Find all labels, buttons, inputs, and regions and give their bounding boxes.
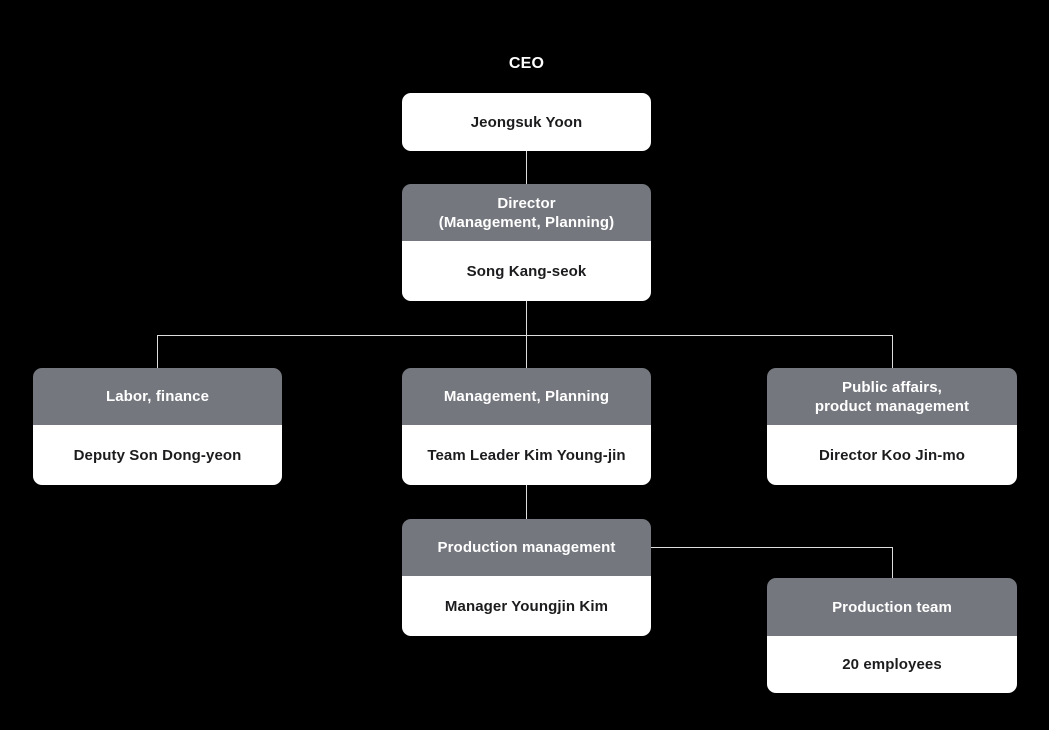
org-node-production-team: Production team 20 employees	[767, 578, 1017, 693]
node-title: Director (Management, Planning)	[402, 184, 651, 241]
connector-line	[526, 485, 527, 519]
org-node-ceo: Jeongsuk Yoon	[402, 93, 651, 151]
connector-line	[651, 547, 892, 548]
ceo-title-label: CEO	[508, 55, 545, 72]
node-name: Manager Youngjin Kim	[402, 576, 651, 636]
node-title: Public affairs, product management	[767, 368, 1017, 425]
node-name: Deputy Son Dong-yeon	[33, 425, 282, 485]
node-name: Director Koo Jin-mo	[767, 425, 1017, 485]
org-node-labor-finance: Labor, finance Deputy Son Dong-yeon	[33, 368, 282, 485]
node-name: Team Leader Kim Young-jin	[402, 425, 651, 485]
connector-line	[892, 547, 893, 578]
node-name: Song Kang-seok	[402, 241, 651, 301]
connector-line	[526, 301, 527, 335]
connector-line	[526, 335, 527, 368]
node-name: 20 employees	[767, 636, 1017, 693]
connector-line	[526, 151, 527, 184]
node-title: Labor, finance	[33, 368, 282, 425]
org-node-production-management: Production management Manager Youngjin K…	[402, 519, 651, 636]
node-title: Management, Planning	[402, 368, 651, 425]
org-node-director: Director (Management, Planning) Song Kan…	[402, 184, 651, 301]
node-title: Production management	[402, 519, 651, 576]
org-node-management-planning: Management, Planning Team Leader Kim You…	[402, 368, 651, 485]
org-node-public-affairs: Public affairs, product management Direc…	[767, 368, 1017, 485]
node-name: Jeongsuk Yoon	[402, 93, 651, 151]
connector-line	[157, 335, 893, 336]
connector-line	[157, 335, 158, 368]
connector-line	[892, 335, 893, 368]
node-title: Production team	[767, 578, 1017, 636]
